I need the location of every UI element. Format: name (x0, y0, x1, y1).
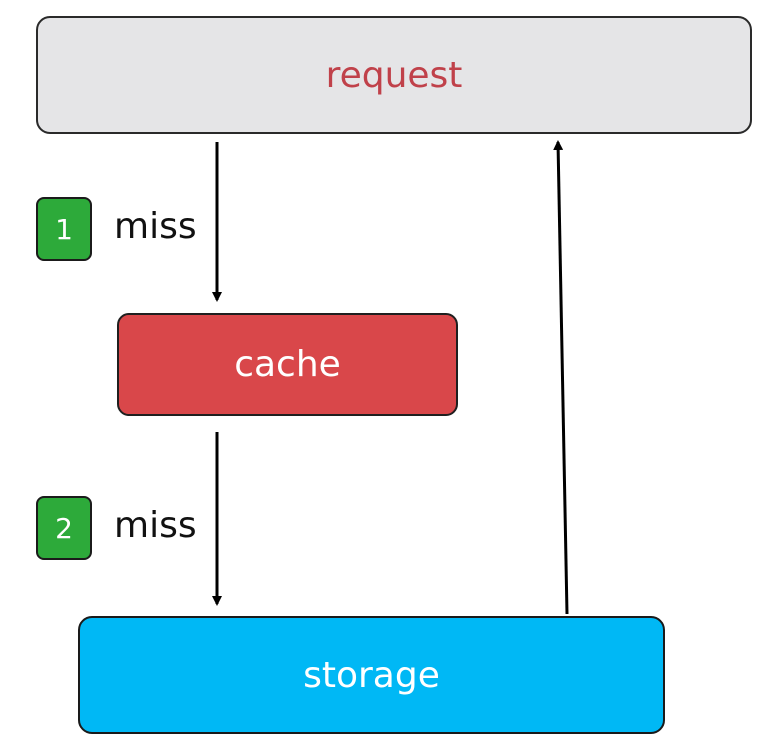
step-2-badge: 2 (36, 496, 92, 560)
arrow-storage-to-request (553, 140, 569, 615)
step-2-number: 2 (55, 511, 73, 545)
step-2-label: miss (114, 505, 197, 546)
cache-node: cache (117, 313, 458, 416)
request-label: request (325, 54, 463, 96)
step-1-label: miss (114, 206, 197, 247)
storage-label: storage (303, 654, 440, 696)
step-1-number: 1 (55, 212, 73, 246)
storage-node: storage (78, 616, 665, 734)
cache-label: cache (234, 344, 341, 385)
step-1-badge: 1 (36, 197, 92, 261)
request-node: request (36, 16, 752, 134)
